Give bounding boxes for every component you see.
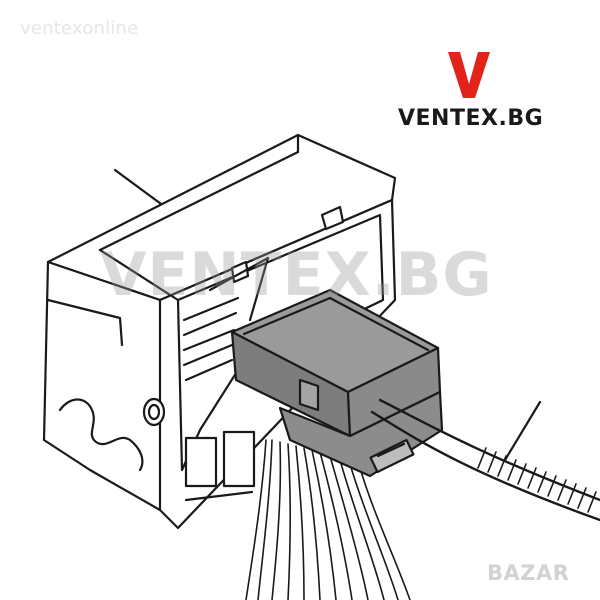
watermark-bazar: BAZAR xyxy=(487,561,570,585)
watermark-ventexonline: ventexonline xyxy=(20,18,139,39)
wire-bundle-bottom xyxy=(245,439,411,600)
spiral-wrap xyxy=(477,447,597,513)
top-latch-right xyxy=(320,205,345,231)
housing-side-cutout xyxy=(58,398,144,472)
bottom-cavity-2 xyxy=(222,430,256,488)
bottom-cavity-1 xyxy=(184,436,218,488)
logo-v-shape xyxy=(448,52,490,98)
plug-latch xyxy=(298,378,320,412)
watermark-ventex-center: VENTEX.BG xyxy=(100,240,493,310)
ventex-logo-text: VENTEX.BG xyxy=(398,106,544,131)
cable-outer xyxy=(378,398,600,502)
leader-line-right xyxy=(503,400,542,462)
cable-assembly xyxy=(370,398,600,522)
housing-side-hole xyxy=(142,397,166,427)
ventex-logo-v-icon xyxy=(448,52,490,98)
plug-side-clip xyxy=(369,438,415,474)
connector-plug xyxy=(230,288,444,478)
cable-inner xyxy=(370,410,600,522)
